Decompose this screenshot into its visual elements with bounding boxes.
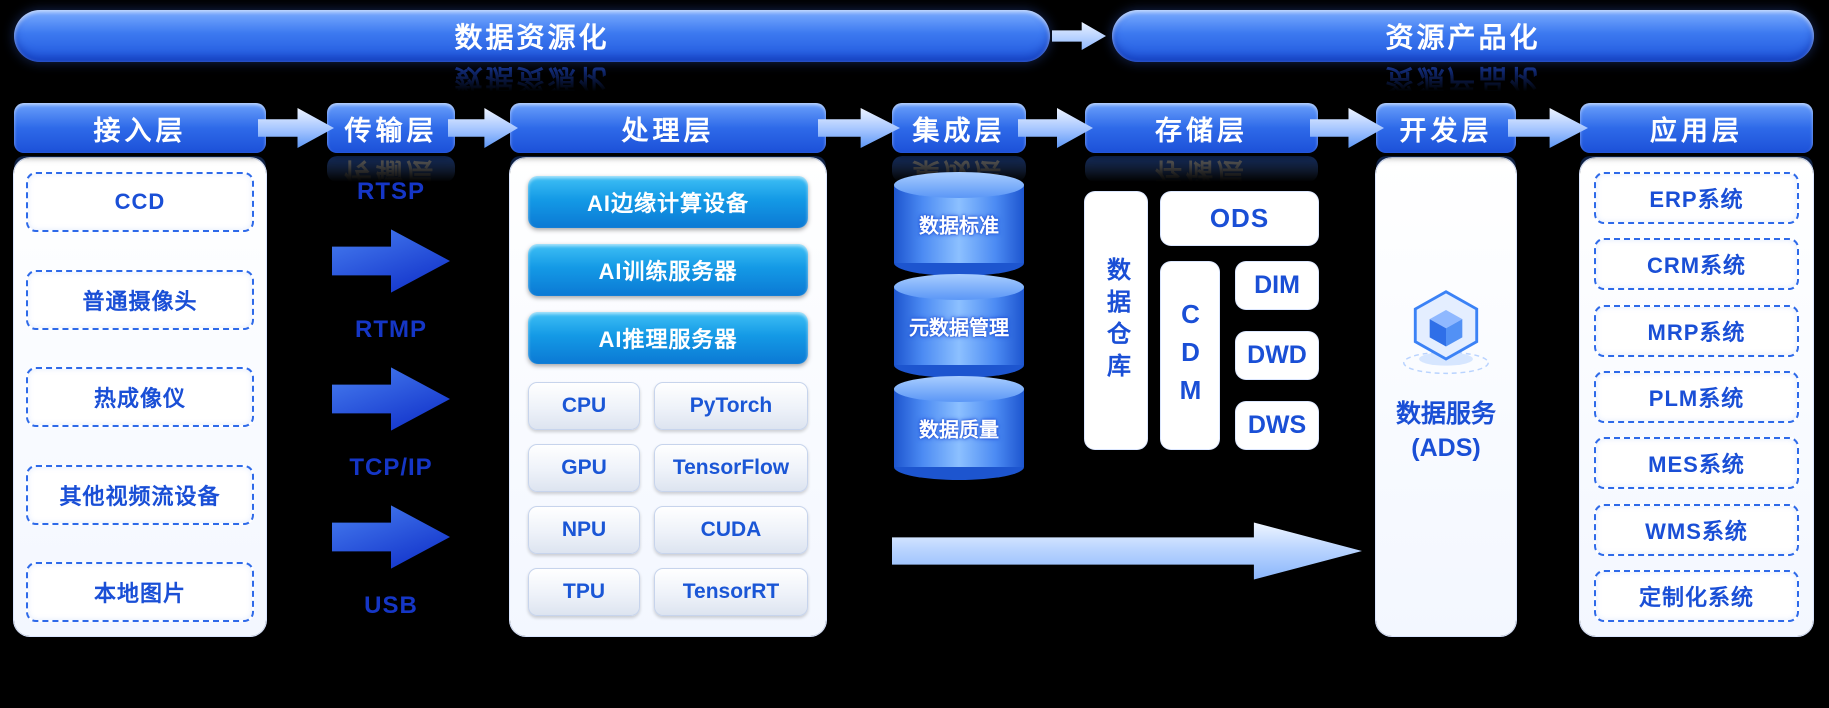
data-service-badge-icon — [1403, 290, 1489, 375]
banner-right-label: 资源产品化 — [1385, 22, 1541, 53]
chevron-arrow-icon — [1508, 108, 1588, 148]
access-item-ccd: CCD — [26, 172, 254, 232]
hw-npu: NPU — [528, 506, 640, 554]
integration-cylinder-stack: 数据标准 元数据管理 数据质量 — [894, 172, 1024, 480]
protocol-rtmp: RTMP — [355, 316, 427, 343]
cylinder-metadata-management: 元数据管理 — [894, 274, 1024, 378]
protocol-tcpip: TCP/IP — [349, 454, 433, 481]
cylinder-data-standard: 数据标准 — [894, 172, 1024, 276]
app-item-mes: MES系统 — [1594, 437, 1799, 490]
header-storage-layer: 存储层 — [1085, 103, 1318, 153]
header-development-layer: 开发层 — [1376, 103, 1516, 153]
access-item-thermal-imager: 热成像仪 — [26, 367, 254, 427]
header-storage-reflection: 存储层 — [1085, 156, 1318, 182]
banner-flow-arrow-icon — [1052, 22, 1106, 50]
protocol-usb: USB — [364, 592, 418, 619]
chevron-arrow-icon — [258, 108, 334, 148]
app-item-custom: 定制化系统 — [1594, 569, 1799, 622]
development-layer-panel — [1376, 158, 1516, 636]
fw-cuda: CUDA — [654, 506, 808, 554]
banner-left-reflection: 数据资源化 — [454, 64, 610, 94]
banner-right-reflection: 资源产品化 — [1385, 64, 1541, 94]
hw-gpu: GPU — [528, 444, 640, 492]
banner-data-resourcification: 数据资源化 — [14, 10, 1050, 62]
storage-cdm: CDM — [1161, 262, 1219, 449]
fw-pytorch: PyTorch — [654, 382, 808, 430]
storage-dim: DIM — [1236, 262, 1318, 309]
processing-content: AI边缘计算设备 AI训练服务器 AI推理服务器 CPU PyTorch GPU… — [528, 176, 808, 616]
transport-arrow-icon — [332, 367, 450, 431]
hw-cpu: CPU — [528, 382, 640, 430]
server-ai-inference: AI推理服务器 — [528, 312, 808, 364]
application-system-list: ERP系统 CRM系统 MRP系统 PLM系统 MES系统 WMS系统 定制化系… — [1594, 172, 1799, 622]
fw-tensorflow: TensorFlow — [654, 444, 808, 492]
banner-resource-productization: 资源产品化 — [1112, 10, 1814, 62]
data-service-label: 数据服务 (ADS) — [1395, 400, 1496, 462]
access-device-list: CCD 普通摄像头 热成像仪 其他视频流设备 本地图片 — [26, 172, 254, 622]
app-item-plm: PLM系统 — [1594, 370, 1799, 423]
app-item-wms: WMS系统 — [1594, 503, 1799, 556]
header-application-layer: 应用层 — [1580, 103, 1813, 153]
transport-protocol-column: RTSP RTMP TCP/IP USB — [327, 178, 455, 620]
hw-tpu: TPU — [528, 568, 640, 616]
chevron-arrow-icon — [1018, 108, 1093, 148]
chevron-arrow-icon — [448, 108, 518, 148]
development-content: 数据服务 (ADS) — [1376, 158, 1516, 636]
chevron-arrow-icon — [818, 108, 900, 148]
app-item-crm: CRM系统 — [1594, 238, 1799, 291]
app-item-erp: ERP系统 — [1594, 172, 1799, 224]
storage-data-warehouse: 数据仓库 — [1085, 192, 1147, 449]
header-access-layer: 接入层 — [14, 103, 266, 153]
access-item-other-video: 其他视频流设备 — [26, 464, 254, 525]
protocol-rtsp: RTSP — [356, 178, 425, 205]
server-ai-edge-device: AI边缘计算设备 — [528, 176, 808, 228]
header-processing-layer: 处理层 — [510, 103, 826, 153]
header-transport-layer: 传输层 — [327, 103, 455, 153]
access-item-local-image: 本地图片 — [26, 562, 254, 622]
storage-dws: DWS — [1236, 402, 1318, 449]
transport-arrow-icon — [332, 229, 450, 293]
hardware-framework-grid: CPU PyTorch GPU TensorFlow NPU CUDA TPU … — [528, 382, 808, 616]
storage-dwd: DWD — [1236, 332, 1318, 379]
cylinder-data-quality: 数据质量 — [894, 376, 1024, 480]
fw-tensorrt: TensorRT — [654, 568, 808, 616]
access-item-camera: 普通摄像头 — [26, 269, 254, 330]
header-integration-layer: 集成层 — [892, 103, 1026, 153]
server-ai-training: AI训练服务器 — [528, 244, 808, 296]
chevron-arrow-icon — [1310, 108, 1384, 148]
big-flow-arrow-icon — [892, 522, 1362, 580]
banner-left-label: 数据资源化 — [454, 22, 610, 53]
header-transport-reflection: 传输层 — [327, 156, 455, 182]
storage-ods: ODS — [1161, 192, 1318, 245]
app-item-mrp: MRP系统 — [1594, 304, 1799, 357]
transport-arrow-icon — [332, 505, 450, 569]
